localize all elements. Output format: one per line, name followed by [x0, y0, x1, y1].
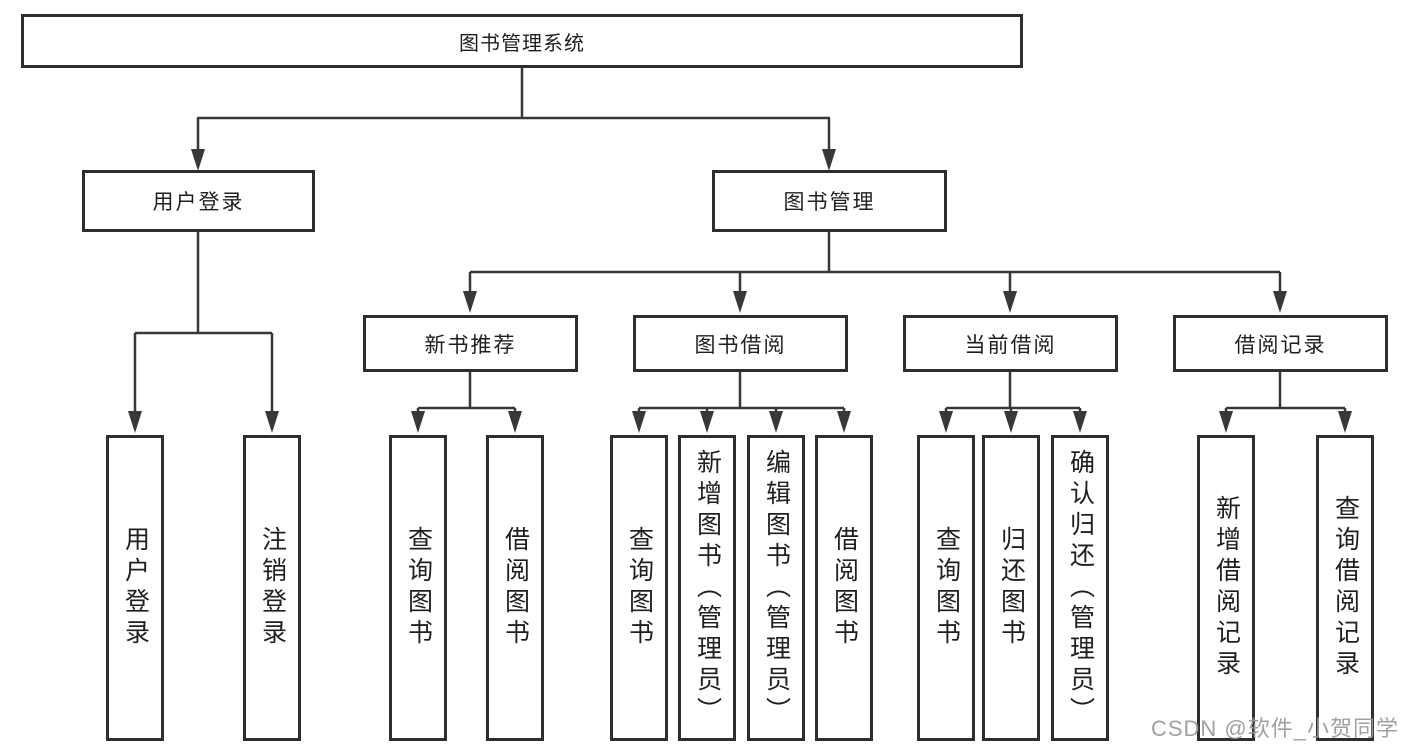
node-book-management: 图书管理 — [712, 170, 947, 232]
arrow-down-icon — [411, 411, 425, 433]
leaf-return-books: 归还图书 — [982, 435, 1040, 741]
arrow-down-icon — [733, 291, 747, 313]
arrowheads — [128, 149, 1352, 433]
leaf-query-borrow-record: 查询借阅记录 — [1316, 435, 1374, 741]
leaf-query-books-3: 查询图书 — [917, 435, 975, 741]
arrow-down-icon — [1338, 411, 1352, 433]
connector-book-mgmt-children — [468, 232, 1282, 293]
leaf-add-borrow-record: 新增借阅记录 — [1197, 435, 1255, 741]
node-root-system: 图书管理系统 — [21, 14, 1023, 68]
arrow-down-icon — [1004, 411, 1018, 433]
arrow-down-icon — [508, 411, 522, 433]
connector-root-to-level2 — [196, 68, 831, 151]
leaf-query-books-2: 查询图书 — [610, 435, 668, 741]
csdn-watermark: CSDN @软件_小贺同学 — [1150, 716, 1399, 741]
arrow-down-icon — [939, 411, 953, 433]
node-borrowing-records: 借阅记录 — [1173, 315, 1388, 372]
node-new-book-recommend: 新书推荐 — [363, 315, 578, 372]
arrow-down-icon — [1003, 291, 1017, 313]
node-book-borrowing: 图书借阅 — [633, 315, 848, 372]
arrow-down-icon — [128, 411, 142, 433]
arrow-down-icon — [837, 411, 851, 433]
connector-new-book-rec-children — [416, 372, 517, 413]
leaf-logout: 注销登录 — [243, 435, 301, 741]
connector-borrow-record-children — [1224, 372, 1347, 413]
arrow-down-icon — [265, 411, 279, 433]
leaf-borrow-books-2: 借阅图书 — [815, 435, 873, 741]
arrow-down-icon — [1273, 291, 1287, 313]
leaf-confirm-return-admin: 确认归还（管理员） — [1051, 435, 1109, 741]
leaf-user-login: 用户登录 — [106, 435, 164, 741]
leaf-query-books-1: 查询图书 — [389, 435, 447, 741]
leaf-borrow-books-1: 借阅图书 — [486, 435, 544, 741]
arrow-down-icon — [1073, 411, 1087, 433]
arrow-down-icon — [191, 149, 205, 171]
connector-current-borrow-children — [944, 372, 1082, 413]
leaf-edit-books-admin: 编辑图书（管理员） — [747, 435, 805, 741]
node-current-borrowing: 当前借阅 — [903, 315, 1118, 372]
node-user-login: 用户登录 — [82, 170, 315, 232]
arrow-down-icon — [700, 411, 714, 433]
arrow-down-icon — [463, 291, 477, 313]
connector-user-login-children — [133, 232, 274, 413]
connector-book-borrow-children — [637, 372, 846, 413]
leaf-add-books-admin: 新增图书（管理员） — [678, 435, 736, 741]
arrow-down-icon — [822, 149, 836, 171]
arrow-down-icon — [1219, 411, 1233, 433]
arrow-down-icon — [632, 411, 646, 433]
arrow-down-icon — [769, 411, 783, 433]
